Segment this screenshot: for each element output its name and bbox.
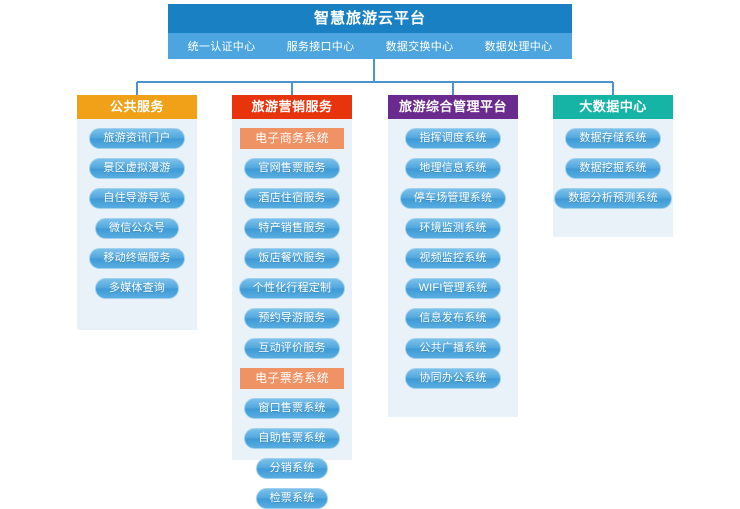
system-item[interactable]: 环境监测系统 <box>405 218 501 239</box>
subgroup-header: 电子商务系统 <box>240 128 344 149</box>
system-item[interactable]: 多媒体查询 <box>95 278 179 299</box>
system-item[interactable]: 视频监控系统 <box>405 248 501 269</box>
system-item[interactable]: 数据分析预测系统 <box>554 188 672 209</box>
system-item[interactable]: 景区虚拟漫游 <box>89 158 185 179</box>
column-body: 数据存储系统数据挖掘系统数据分析预测系统 <box>553 119 673 237</box>
page-title: 智慧旅游云平台 <box>168 4 572 33</box>
system-item[interactable]: 数据挖掘系统 <box>565 158 661 179</box>
platform-center-item[interactable]: 服务接口中心 <box>286 41 355 53</box>
column-body: 旅游资讯门户景区虚拟漫游自住导游导览微信公众号移动终端服务多媒体查询 <box>77 119 197 330</box>
system-item[interactable]: 检票系统 <box>255 488 329 509</box>
system-item[interactable]: 自助售票系统 <box>244 428 340 449</box>
system-item[interactable]: 互动评价服务 <box>244 338 340 359</box>
platform-center-item[interactable]: 数据处理中心 <box>484 41 553 53</box>
platform-header: 智慧旅游云平台 统一认证中心 服务接口中心 数据交换中心 数据处理中心 <box>168 4 572 59</box>
system-item[interactable]: 信息发布系统 <box>405 308 501 329</box>
architecture-diagram: 智慧旅游云平台 统一认证中心 服务接口中心 数据交换中心 数据处理中心 公共服务… <box>77 4 673 509</box>
system-item[interactable]: 自住导游导览 <box>89 188 185 209</box>
system-item[interactable]: 数据存储系统 <box>565 128 661 149</box>
system-item[interactable]: 特产销售服务 <box>244 218 340 239</box>
column-public-service: 公共服务 旅游资讯门户景区虚拟漫游自住导游导览微信公众号移动终端服务多媒体查询 <box>77 95 197 330</box>
system-item[interactable]: 预约导游服务 <box>244 308 340 329</box>
system-item[interactable]: 分销系统 <box>255 458 329 479</box>
column-big-data-center: 大数据中心 数据存储系统数据挖掘系统数据分析预测系统 <box>553 95 673 237</box>
system-item[interactable]: WIFI管理系统 <box>404 278 502 299</box>
system-item[interactable]: 饭店餐饮服务 <box>244 248 340 269</box>
system-item[interactable]: 指挥调度系统 <box>405 128 501 149</box>
system-item[interactable]: 个性化行程定制 <box>238 278 346 299</box>
column-body: 指挥调度系统地理信息系统停车场管理系统环境监测系统视频监控系统 WIFI管理系统信… <box>388 119 518 417</box>
column-header: 旅游综合管理平台 <box>388 95 518 119</box>
column-management-platform: 旅游综合管理平台 指挥调度系统地理信息系统停车场管理系统环境监测系统视频监控系统… <box>388 95 518 417</box>
column-header: 公共服务 <box>77 95 197 119</box>
system-item[interactable]: 微信公众号 <box>95 218 179 239</box>
system-item[interactable]: 公共广播系统 <box>405 338 501 359</box>
system-item[interactable]: 停车场管理系统 <box>399 188 507 209</box>
subgroup-header: 电子票务系统 <box>240 368 344 389</box>
column-marketing-service: 旅游营销服务 电子商务系统官网售票服务酒店住宿服务特产销售服务饭店餐饮服务个性化… <box>232 95 352 509</box>
system-item[interactable]: 地理信息系统 <box>405 158 501 179</box>
system-item[interactable]: 协同办公系统 <box>405 368 501 389</box>
system-item[interactable]: 酒店住宿服务 <box>244 188 340 209</box>
column-header: 大数据中心 <box>553 95 673 119</box>
system-item[interactable]: 移动终端服务 <box>89 248 185 269</box>
system-item[interactable]: 官网售票服务 <box>244 158 340 179</box>
platform-center-item[interactable]: 统一认证中心 <box>187 41 256 53</box>
platform-center-item[interactable]: 数据交换中心 <box>385 41 454 53</box>
system-item[interactable]: 窗口售票系统 <box>244 398 340 419</box>
platform-center-bar: 统一认证中心 服务接口中心 数据交换中心 数据处理中心 <box>168 33 572 59</box>
column-body: 电子商务系统官网售票服务酒店住宿服务特产销售服务饭店餐饮服务个性化行程定制预约导… <box>232 119 352 509</box>
system-item[interactable]: 旅游资讯门户 <box>89 128 185 149</box>
column-header: 旅游营销服务 <box>232 95 352 119</box>
